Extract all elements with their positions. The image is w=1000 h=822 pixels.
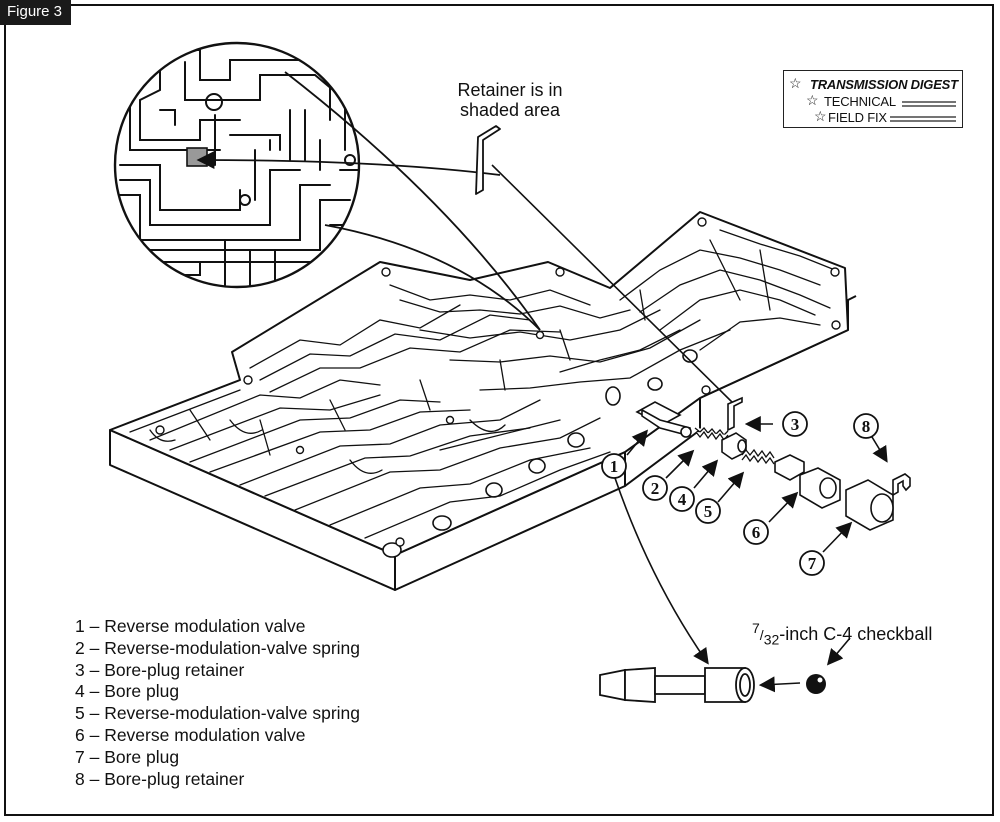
checkball-fraction-numerator: 7 bbox=[752, 620, 760, 636]
checkball bbox=[806, 674, 826, 694]
legend-item: 4 – Bore plug bbox=[75, 681, 180, 702]
legend-item: 8 – Bore-plug retainer bbox=[75, 768, 245, 789]
checkball-note: 7/32-inch C-4 checkball bbox=[752, 620, 933, 648]
retainer-note: Retainer is in shaded area bbox=[457, 80, 563, 120]
brand-line-3: FIELD FIX bbox=[828, 110, 887, 125]
legend-item: 5 – Reverse-modulation-valve spring bbox=[75, 703, 360, 724]
star-icon: ☆ bbox=[789, 75, 802, 91]
legend-item: 3 – Bore-plug retainer bbox=[75, 659, 245, 680]
part-1-valve bbox=[635, 401, 692, 438]
callout-circles bbox=[601, 411, 879, 576]
callout-6-circle bbox=[743, 519, 769, 545]
legend-item: 2 – Reverse-modulation-valve spring bbox=[75, 637, 360, 658]
checkball-fraction-denominator: 32 bbox=[763, 631, 780, 648]
callout-4: 4 bbox=[678, 490, 687, 509]
figure-frame bbox=[4, 4, 994, 816]
callout-5: 5 bbox=[704, 502, 713, 521]
part-8-retainer bbox=[892, 473, 911, 497]
part-7-bore-plug bbox=[845, 479, 894, 531]
magnified-inset bbox=[113, 41, 361, 289]
callout-3: 3 bbox=[791, 415, 800, 434]
part-6-valve bbox=[774, 454, 841, 509]
checkball-text: -inch C-4 checkball bbox=[779, 624, 933, 644]
callout-5-circle bbox=[695, 498, 721, 524]
legend-item: 1 – Reverse modulation valve bbox=[75, 616, 306, 636]
fluid-channels bbox=[129, 229, 836, 539]
callout-4-circle bbox=[669, 486, 695, 512]
enlarged-valve bbox=[599, 667, 755, 703]
brand-line-2: TECHNICAL bbox=[824, 94, 896, 109]
valve-body bbox=[109, 211, 857, 591]
magnifier-leaders bbox=[196, 71, 541, 331]
callout-7-circle bbox=[799, 550, 825, 576]
figure-label: Figure 3 bbox=[0, 0, 72, 25]
bolt-holes bbox=[155, 217, 841, 547]
part-2-spring bbox=[694, 427, 729, 442]
callout-1-circle bbox=[601, 453, 627, 479]
retainer-icon bbox=[475, 125, 501, 195]
side-bore-holes bbox=[382, 349, 698, 558]
callout-8: 8 bbox=[862, 417, 871, 436]
brand-rules bbox=[890, 101, 956, 122]
callout-leaders bbox=[614, 416, 888, 693]
brand-line-1: TRANSMISSION DIGEST bbox=[810, 77, 958, 92]
part-4-bore-plug bbox=[721, 432, 747, 460]
callout-7: 7 bbox=[808, 554, 817, 573]
brand-box: ☆ ☆ ☆ TRANSMISSION DIGEST TECHNICAL FIEL… bbox=[783, 70, 963, 128]
legend-item: 6 – Reverse modulation valve bbox=[75, 724, 306, 745]
star-icon: ☆ bbox=[806, 92, 819, 108]
parts-legend: 1 – Reverse modulation valve 2 – Reverse… bbox=[75, 616, 360, 790]
callout-2: 2 bbox=[651, 479, 660, 498]
callout-2-circle bbox=[642, 475, 668, 501]
legend-item: 7 – Bore plug bbox=[75, 746, 180, 767]
shaded-retainer-area bbox=[186, 147, 208, 167]
callout-6: 6 bbox=[752, 523, 761, 542]
callout-8-circle bbox=[853, 413, 879, 439]
callout-1: 1 bbox=[610, 457, 619, 476]
part-5-spring bbox=[741, 448, 775, 465]
callout-3-circle bbox=[782, 411, 808, 437]
exploded-parts bbox=[635, 396, 911, 531]
part-3-retainer bbox=[727, 396, 743, 432]
star-icon: ☆ bbox=[814, 108, 827, 124]
